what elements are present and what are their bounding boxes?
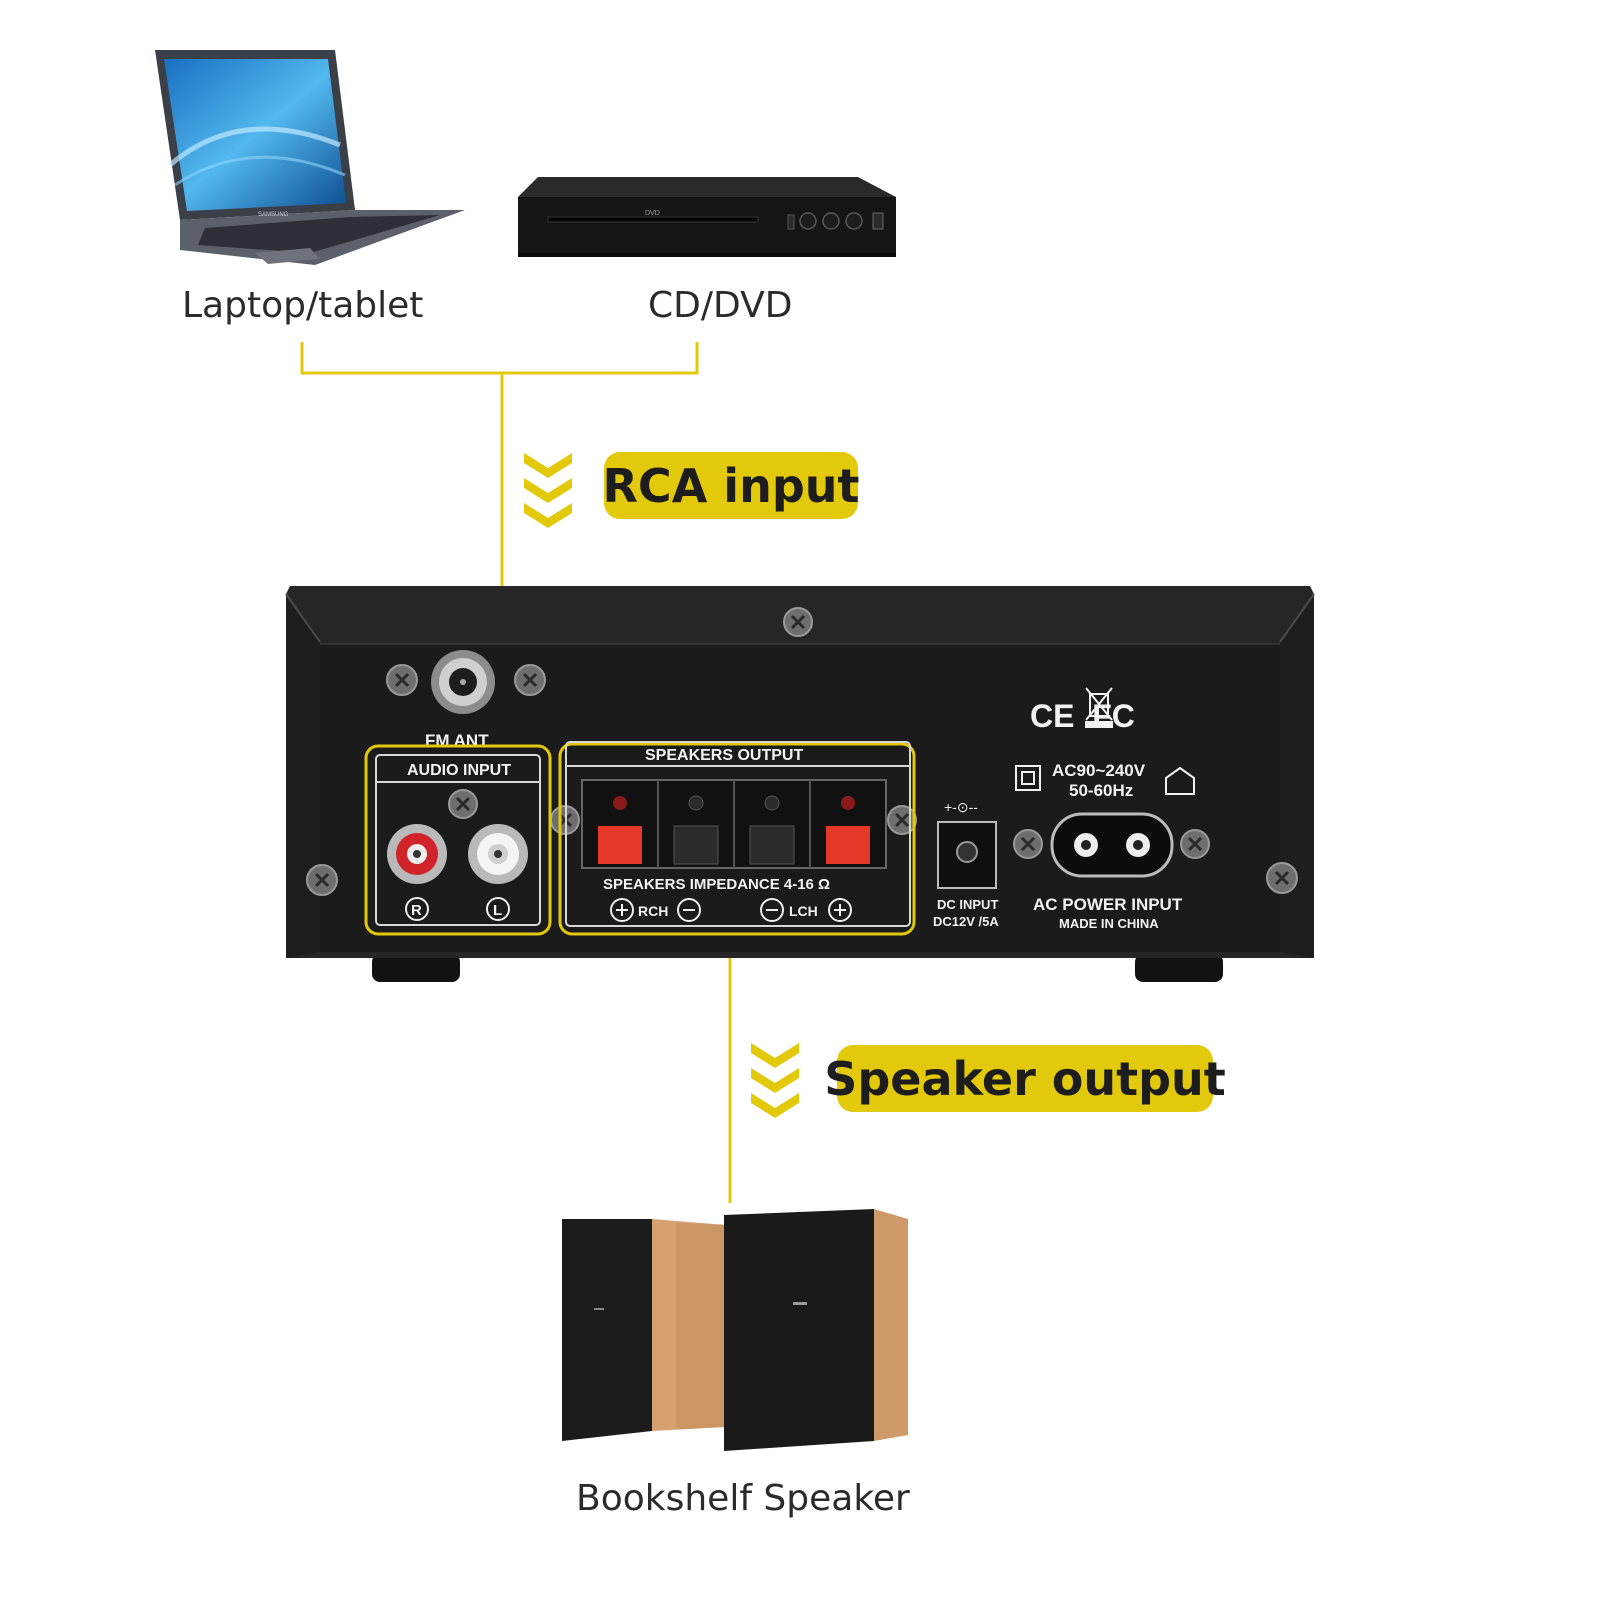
dc-rating-label: DC12V /5A — [933, 914, 999, 929]
double-insulation-icon — [1015, 765, 1041, 791]
speaker-output-highlight — [558, 742, 916, 936]
dvd-player-image: DVD — [518, 177, 896, 257]
dc-input-label: DC INPUT — [937, 897, 998, 912]
laptop-brand-text: SAMSUNG — [258, 212, 289, 218]
impedance-label: SPEAKERS IMPEDANCE 4-16 Ω — [603, 876, 830, 893]
speaker-terminals — [581, 779, 887, 869]
left-foot — [372, 954, 460, 982]
lch-label: LCH — [789, 903, 818, 919]
speaker-chevron-icon — [751, 1043, 799, 1118]
ce-fc-marks: CE FC — [1030, 698, 1135, 734]
rca-input-callout: RCA input — [603, 452, 860, 519]
laptop-label: Laptop/tablet — [182, 285, 424, 326]
audio-input-label: AUDIO INPUT — [407, 762, 511, 779]
speakers-output-label: SPEAKERS OUTPUT — [645, 747, 803, 764]
rca-white-jack — [468, 824, 528, 884]
ac-voltage-label: AC90~240V — [1052, 761, 1146, 780]
svg-text:+-⊙--: +-⊙-- — [944, 799, 978, 815]
made-in-label: MADE IN CHINA — [1059, 916, 1159, 931]
bookshelf-speakers-image — [562, 1209, 908, 1451]
right-foot — [1135, 954, 1223, 982]
speaker-output-callout: Speaker output — [824, 1045, 1226, 1112]
source-bracket — [300, 342, 699, 375]
cd-dvd-label: CD/DVD — [648, 285, 793, 326]
bookshelf-speaker-label: Bookshelf Speaker — [576, 1478, 910, 1519]
rca-red-jack — [387, 824, 447, 884]
laptop-image: SAMSUNG — [155, 50, 465, 265]
ac-power-socket — [1050, 812, 1174, 878]
right-channel-label: R — [411, 902, 422, 919]
dvd-logo: DVD — [645, 210, 660, 217]
indoor-use-icon — [1165, 766, 1195, 795]
fm-antenna-jack — [431, 650, 495, 714]
ac-power-input-label: AC POWER INPUT — [1033, 895, 1183, 914]
rca-chevron-icon — [524, 453, 572, 528]
left-channel-label: L — [493, 902, 502, 919]
ac-frequency-label: 50-60Hz — [1069, 781, 1133, 800]
rch-label: RCH — [638, 903, 668, 919]
amplifier-rear-panel: FM ANT AUDIO INPUT R L SPEAKERS OUTPUT S — [285, 586, 1315, 982]
weee-bin-icon — [1085, 687, 1113, 728]
audio-input-highlight — [364, 744, 552, 936]
